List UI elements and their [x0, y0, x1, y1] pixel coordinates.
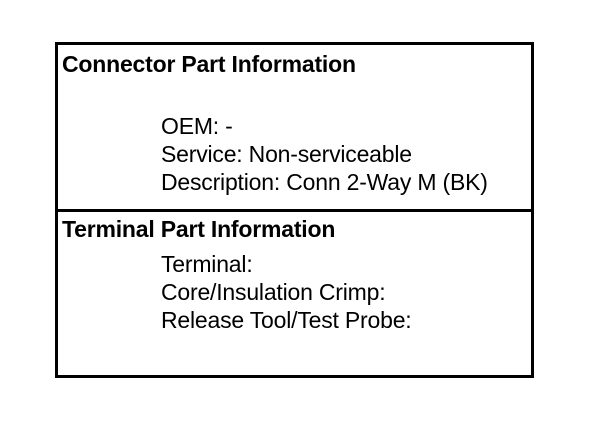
terminal-detail-release-tool-test-probe: Release Tool/Test Probe: [161, 307, 412, 334]
connector-detail-list: OEM: - Service: Non-serviceable Descript… [161, 112, 488, 196]
terminal-detail-list: Terminal: Core/Insulation Crimp: Release… [161, 250, 412, 334]
connector-detail-description: Description: Conn 2-Way M (BK) [161, 169, 488, 195]
part-information-panel: Connector Part Information OEM: - Servic… [55, 42, 534, 378]
connector-part-information-section: Connector Part Information OEM: - Servic… [58, 45, 531, 213]
terminal-detail-terminal: Terminal: [161, 251, 253, 278]
connector-detail-oem: OEM: - [161, 113, 233, 139]
connector-section-heading: Connector Part Information [62, 51, 356, 77]
terminal-part-information-section: Terminal Part Information Terminal: Core… [58, 212, 531, 375]
connector-detail-service: Service: Non-serviceable [161, 141, 412, 167]
terminal-detail-core-insulation-crimp: Core/Insulation Crimp: [161, 279, 386, 306]
terminal-section-heading: Terminal Part Information [62, 216, 336, 243]
